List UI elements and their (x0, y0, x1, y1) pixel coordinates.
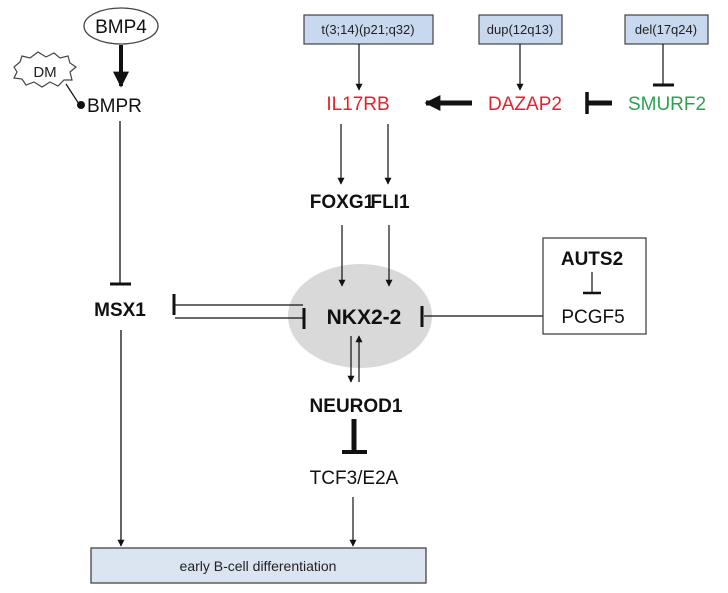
lesion-box-del17q24 (624, 14, 709, 45)
dm-cloud-shape (13, 51, 78, 88)
lesion-t3-14-label[interactable]: t(3;14)(p21;q32) (321, 22, 414, 37)
lesion-dup12q13-label[interactable]: dup(12q13) (487, 22, 554, 37)
node-early-b-cell-differentiation[interactable]: early B-cell differentiation (180, 558, 337, 574)
node-smurf2[interactable]: SMURF2 (628, 94, 706, 115)
edge-dm-bmpr (65, 83, 80, 105)
auts2-pcgf5-box (542, 237, 647, 335)
nkx2-2-ellipse (288, 264, 432, 368)
node-neurod1[interactable]: NEUROD1 (310, 396, 403, 417)
node-tcf3-e2a[interactable]: TCF3/E2A (310, 468, 399, 489)
node-foxg1[interactable]: FOXG1 (310, 192, 375, 213)
lesion-box-dup12q13 (478, 14, 563, 45)
bmp4-ellipse (83, 7, 159, 45)
node-fli1[interactable]: FLI1 (370, 192, 409, 213)
binding-dot-icon (77, 101, 85, 109)
node-bmpr[interactable]: BMPR (87, 96, 142, 117)
node-bmp4[interactable]: BMP4 (95, 17, 147, 38)
node-dazap2[interactable]: DAZAP2 (488, 94, 562, 115)
node-nkx2-2[interactable]: NKX2-2 (327, 306, 402, 329)
node-il17rb[interactable]: IL17RB (326, 94, 389, 115)
lesion-del17q24-label[interactable]: del(17q24) (635, 22, 697, 37)
node-msx1[interactable]: MSX1 (94, 300, 146, 321)
node-auts2[interactable]: AUTS2 (561, 249, 623, 270)
output-box (90, 547, 427, 584)
lesion-box-t3-14 (303, 14, 434, 45)
node-dm[interactable]: DM (33, 64, 56, 81)
node-pcgf5[interactable]: PCGF5 (561, 307, 624, 328)
